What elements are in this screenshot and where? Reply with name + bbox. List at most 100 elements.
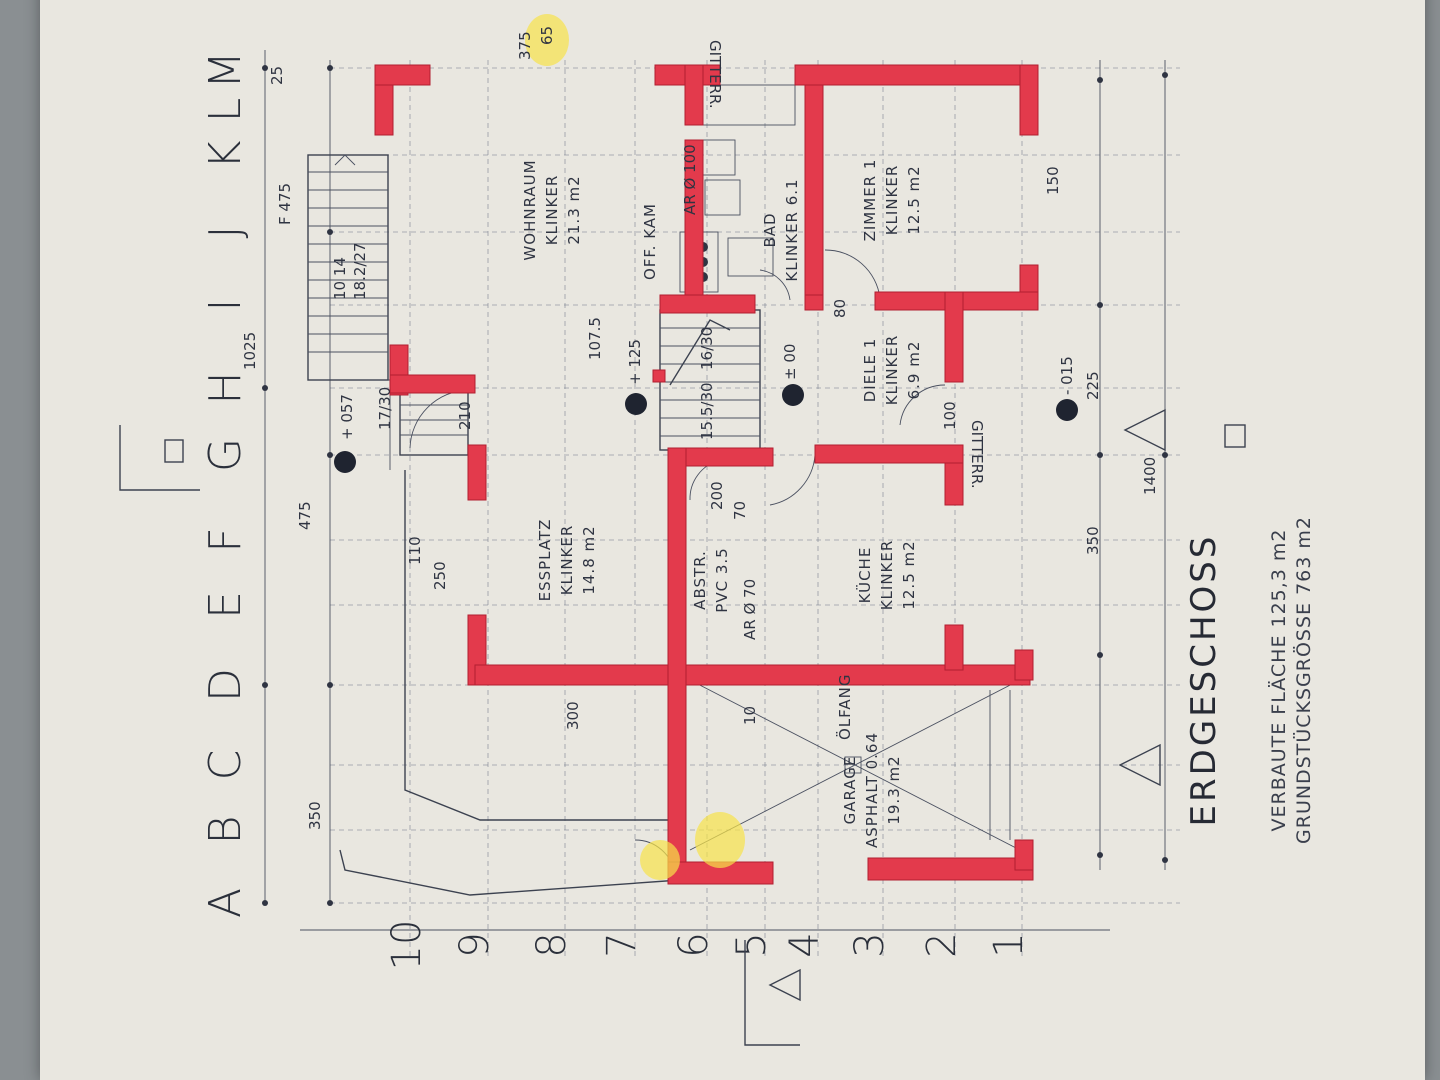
column-letter: J (200, 226, 251, 239)
stair-main-b: 18.2/27 (351, 242, 369, 300)
stair-inner-b: 15.5/30 (698, 382, 716, 440)
room-garage: GARAGE ASPHALT 0.64 19.3 m2 (841, 732, 903, 848)
svg-text:KÜCHE: KÜCHE (855, 547, 874, 604)
level-125: + 125 (626, 339, 644, 385)
dim-250: 250 (431, 561, 449, 590)
dim-100: 100 (941, 401, 959, 430)
plot-label: GRUNDSTÜCKSGRÖSSE 763 m2 (1292, 516, 1315, 844)
room-bad: BAD KLINKER 6.1 (761, 178, 801, 281)
column-letter: C (200, 750, 251, 781)
off-kam-label: OFF. KAM (641, 203, 659, 280)
dim-70: 70 (731, 501, 749, 520)
room-abstr: ABSTR. PVC 3.5 (691, 547, 731, 612)
dim-375: 375 (516, 31, 534, 60)
column-letter: I (200, 299, 251, 312)
drawing-title: ERDGESCHOSS (1184, 534, 1224, 827)
dimension-lines (262, 50, 1168, 931)
highlights (525, 14, 745, 880)
dim-210: 210 (456, 401, 474, 430)
stair-main-a: 10 14 (331, 257, 349, 300)
column-letter: L (200, 98, 251, 123)
row-number: 6 (671, 932, 717, 957)
oelfang-label: ÖLFANG (835, 673, 854, 740)
svg-text:KLINKER: KLINKER (883, 165, 901, 236)
dim-65: 65 (538, 26, 556, 45)
gitter-top-label: GITTERR. (706, 40, 724, 109)
level-057: + 057 (338, 394, 356, 440)
svg-text:ESSPLATZ: ESSPLATZ (536, 519, 554, 602)
terrace-outline (320, 379, 681, 896)
level-markers (334, 384, 1078, 473)
column-letter: G (200, 438, 251, 472)
ar100-label: AR Ø 100 (681, 144, 699, 215)
row-number: 3 (847, 932, 893, 957)
row-number: 4 (782, 932, 828, 957)
dim-150: 150 (1044, 166, 1062, 195)
column-letter: K (200, 140, 251, 169)
dim-200: 200 (708, 481, 726, 510)
row-number: 2 (919, 932, 965, 957)
column-letter: D (200, 668, 251, 702)
row-number: 7 (599, 932, 645, 957)
dim-350-right: 350 (1084, 526, 1102, 555)
dim-300: 300 (564, 701, 582, 730)
row-number: 1 (986, 932, 1032, 957)
room-wohnraum: WOHNRAUM KLINKER 21.3 m2 (521, 159, 583, 260)
dim-10: 10 (741, 706, 759, 725)
exterior-stair (307, 154, 389, 381)
area-label: VERBAUTE FLÄCHE 125,3 m2 (1267, 528, 1290, 831)
stair-inner-a: 16/30 (698, 327, 716, 370)
walls (374, 64, 1039, 885)
row-number: 10 (384, 920, 430, 971)
dim-1400: 1400 (1141, 457, 1159, 495)
annotations: GITTERR. GITTERR. OFF. KAM AR Ø 100 AR Ø… (331, 40, 1076, 740)
row-number: 8 (529, 932, 575, 957)
svg-text:KLINKER: KLINKER (878, 540, 896, 611)
level-015: - 015 (1058, 356, 1076, 395)
room-diele: DIELE 1 KLINKER 6.9 m2 (861, 335, 923, 406)
svg-text:DIELE 1: DIELE 1 (861, 338, 879, 403)
column-letter: M (200, 51, 251, 89)
svg-text:WOHNRAUM: WOHNRAUM (521, 159, 539, 260)
svg-text:KLINKER 6.1: KLINKER 6.1 (783, 178, 801, 281)
svg-text:ASPHALT 0.64: ASPHALT 0.64 (863, 732, 881, 848)
dim-80: 80 (831, 299, 849, 318)
gitter-mid-label: GITTERR. (968, 420, 986, 489)
dim-475: 475 (296, 501, 314, 530)
row-numbers: 1 2 3 4 5 6 7 8 9 10 (384, 920, 1032, 971)
column-letters: A B C D E F G H I J K L M (200, 51, 251, 918)
section-markers (119, 408, 1246, 1046)
room-kueche: KÜCHE KLINKER 12.5 m2 (855, 540, 918, 611)
column-letter: A (200, 888, 251, 918)
stair-entry-label: 17/30 (376, 387, 394, 430)
svg-text:6.9 m2: 6.9 m2 (905, 341, 923, 400)
svg-text:ABSTR.: ABSTR. (691, 550, 709, 610)
ar70-label: AR Ø 70 (741, 579, 759, 640)
svg-text:21.3 m2: 21.3 m2 (565, 175, 583, 244)
column-letter: E (200, 591, 251, 619)
dim-f475: F 475 (276, 183, 294, 225)
room-zimmer: ZIMMER 1 KLINKER 12.5 m2 (861, 159, 923, 242)
svg-text:19.3 m2: 19.3 m2 (885, 755, 903, 824)
grid-lines (330, 60, 1180, 960)
column-letter: H (200, 371, 251, 404)
svg-text:KLINKER: KLINKER (883, 335, 901, 406)
dim-1025: 1025 (241, 332, 259, 370)
dim-25-top: 25 (268, 66, 286, 85)
row-number: 5 (729, 932, 775, 957)
room-essplatz: ESSPLATZ KLINKER 14.8 m2 (536, 519, 598, 602)
column-letter: B (200, 816, 251, 845)
svg-text:KLINKER: KLINKER (558, 525, 576, 596)
dim-110: 110 (406, 536, 424, 565)
dim-107: 107.5 (586, 317, 604, 360)
level-000: ± 00 (781, 344, 799, 380)
dim-350-left: 350 (306, 801, 324, 830)
svg-text:12.5 m2: 12.5 m2 (905, 165, 923, 234)
svg-text:KLINKER: KLINKER (543, 175, 561, 246)
svg-text:12.5 m2: 12.5 m2 (900, 540, 918, 609)
svg-text:ZIMMER 1: ZIMMER 1 (861, 159, 879, 242)
garage-markings (689, 679, 1021, 851)
room-labels: WOHNRAUM KLINKER 21.3 m2 ZIMMER 1 KLINKE… (521, 159, 923, 848)
dimension-labels: 1025 475 F 475 350 350 1400 375 65 25 30… (241, 26, 1159, 830)
